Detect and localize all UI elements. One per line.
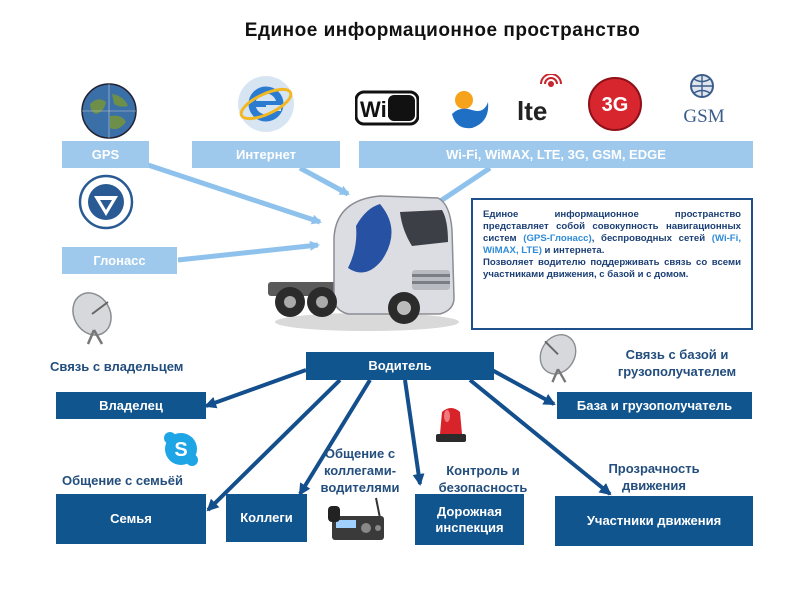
arrow-driver-family	[206, 378, 342, 512]
lte-logo-text: lte	[517, 96, 547, 126]
wifi-logo: WiFi	[355, 90, 419, 126]
arrow-driver-base	[491, 368, 556, 406]
caption-transparency: Прозрачность движения	[608, 461, 700, 493]
driver-box: Водитель	[306, 352, 494, 380]
internet-explorer-icon	[238, 76, 294, 132]
skype-icon: S	[164, 432, 198, 466]
arrow-driver-colleagues	[298, 378, 372, 496]
glonass-emblem-icon	[78, 174, 134, 230]
siren-icon	[436, 408, 466, 442]
globe-icon	[81, 83, 137, 139]
info-paragraph-2: Позволяет водителю поддерживать связь со…	[483, 257, 741, 280]
arrow-driver-inspection	[403, 379, 425, 486]
gsm-logo: GSM	[683, 74, 725, 127]
satellite-dish-icon-base	[539, 334, 577, 383]
info-highlight-networks: (Wi-Fi, WiMAX, LTE)	[483, 233, 741, 256]
info-highlight-gps: (GPS-Глонасс)	[523, 233, 592, 244]
satellite-dish-icon	[72, 292, 112, 345]
gsm-logo-text: GSM	[683, 106, 724, 127]
lte-logo: lte	[517, 74, 562, 126]
glonass-box: Глонасс	[62, 247, 177, 274]
arrow-gps-truck	[147, 162, 322, 225]
arrow-internet-truck	[298, 165, 350, 197]
networks-box: Wi-Fi, WiMAX, LTE, 3G, GSM, EDGE	[359, 141, 753, 168]
truck-image	[268, 195, 459, 331]
cb-radio-icon	[328, 497, 384, 540]
wimax-logo	[452, 91, 489, 129]
page-title: Единое информационное пространство	[244, 20, 641, 41]
owner-box: Владелец	[56, 392, 206, 419]
3g-logo: 3G	[588, 77, 642, 131]
caption-base-link: Связь с базой и грузополучателем	[617, 347, 737, 379]
info-panel: Единое информационное пространство предс…	[471, 198, 753, 330]
arrow-glonass-truck	[177, 240, 320, 263]
caption-control: Контроль и безопасность	[438, 463, 528, 495]
3g-logo-text: 3G	[602, 94, 629, 116]
info-text-before: Единое информационное пространство предс…	[483, 209, 741, 244]
caption-family-link: Общение с семьёй	[62, 473, 183, 488]
svg-text:S: S	[174, 439, 187, 461]
family-box: Семья	[56, 494, 206, 544]
info-paragraph-1: Единое информационное пространство предс…	[483, 209, 741, 257]
info-text-after: и интернета.	[541, 245, 605, 256]
base-box: База и грузополучатель	[557, 392, 752, 419]
caption-colleagues-link: Общение с коллегами-водителями	[320, 446, 400, 495]
participants-box: Участники движения	[555, 496, 753, 546]
caption-owner-link: Связь с владельцем	[50, 359, 184, 374]
wifi-logo-text-a: WiFi	[360, 97, 406, 122]
arrow-driver-owner	[204, 368, 307, 409]
internet-box: Интернет	[192, 141, 340, 168]
colleagues-box: Коллеги	[226, 494, 307, 542]
inspection-box: Дорожная инспекция	[415, 494, 524, 545]
gps-box: GPS	[62, 141, 149, 168]
arrow-driver-participants	[468, 378, 612, 496]
info-text-middle: , беспроводных сетей	[591, 233, 712, 244]
